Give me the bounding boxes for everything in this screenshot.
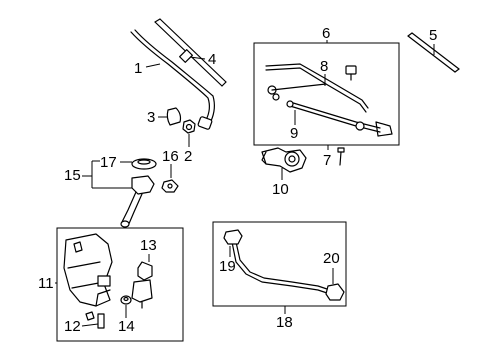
washer-nozzle	[120, 175, 155, 228]
callout-17: 17	[100, 154, 132, 171]
callout-9: 9	[290, 110, 298, 142]
wiper-blade	[154, 18, 227, 87]
motor-bolt	[337, 147, 345, 166]
reservoir-bolt	[85, 311, 105, 329]
blade-insert	[407, 32, 460, 73]
linkage-bolt	[345, 65, 357, 81]
callout-14: 14	[118, 305, 135, 335]
hose-assembly-box	[212, 221, 347, 307]
svg-text:7: 7	[323, 152, 331, 169]
callout-18: 18	[276, 306, 293, 331]
svg-text:16: 16	[162, 148, 179, 165]
svg-text:15: 15	[64, 167, 81, 184]
callout-8: 8	[320, 58, 328, 86]
callout-4: 4	[189, 51, 216, 68]
pivot-nut	[182, 119, 196, 134]
callout-2: 2	[184, 134, 192, 165]
callout-20: 20	[323, 250, 340, 284]
linkage-rod-lower	[286, 100, 393, 137]
nozzle-cap	[131, 158, 157, 170]
pump-grommet	[120, 295, 132, 305]
svg-text:8: 8	[320, 58, 328, 75]
svg-text:13: 13	[140, 237, 157, 254]
linkage-rod-upper	[265, 63, 369, 113]
svg-text:18: 18	[276, 314, 293, 331]
callout-16: 16	[162, 148, 179, 178]
callout-15: 15	[64, 160, 132, 189]
svg-text:2: 2	[184, 148, 192, 165]
callout-10: 10	[272, 168, 289, 198]
pivot-cap	[166, 107, 182, 126]
callout-13: 13	[140, 237, 157, 262]
callout-6: 6	[322, 25, 330, 43]
svg-text:6: 6	[322, 25, 330, 42]
svg-text:9: 9	[290, 125, 298, 142]
svg-text:11: 11	[38, 275, 54, 292]
wiper-arm	[130, 29, 215, 130]
svg-text:14: 14	[118, 318, 135, 335]
washer-hose	[231, 241, 331, 295]
svg-text:20: 20	[323, 250, 340, 267]
hose-connector-lower	[325, 283, 345, 301]
callout-19: 19	[219, 246, 236, 275]
callout-1: 1	[134, 60, 161, 77]
svg-text:12: 12	[64, 318, 81, 335]
svg-text:1: 1	[134, 60, 142, 77]
svg-text:10: 10	[272, 181, 289, 198]
nozzle-clip	[161, 179, 179, 193]
svg-text:4: 4	[208, 51, 216, 68]
svg-text:3: 3	[147, 109, 155, 126]
callout-11: 11	[38, 275, 57, 292]
washer-pump	[131, 261, 153, 309]
callout-12: 12	[64, 318, 99, 335]
svg-text:17: 17	[100, 154, 117, 171]
callout-7: 7	[323, 145, 331, 169]
svg-text:5: 5	[429, 27, 437, 44]
svg-text:19: 19	[219, 258, 236, 275]
callout-3: 3	[147, 109, 168, 126]
callout-5: 5	[429, 27, 437, 55]
wiper-motor	[261, 147, 307, 173]
washer-reservoir	[63, 233, 113, 307]
reservoir-box	[56, 227, 184, 342]
hose-connector-upper	[223, 229, 243, 245]
